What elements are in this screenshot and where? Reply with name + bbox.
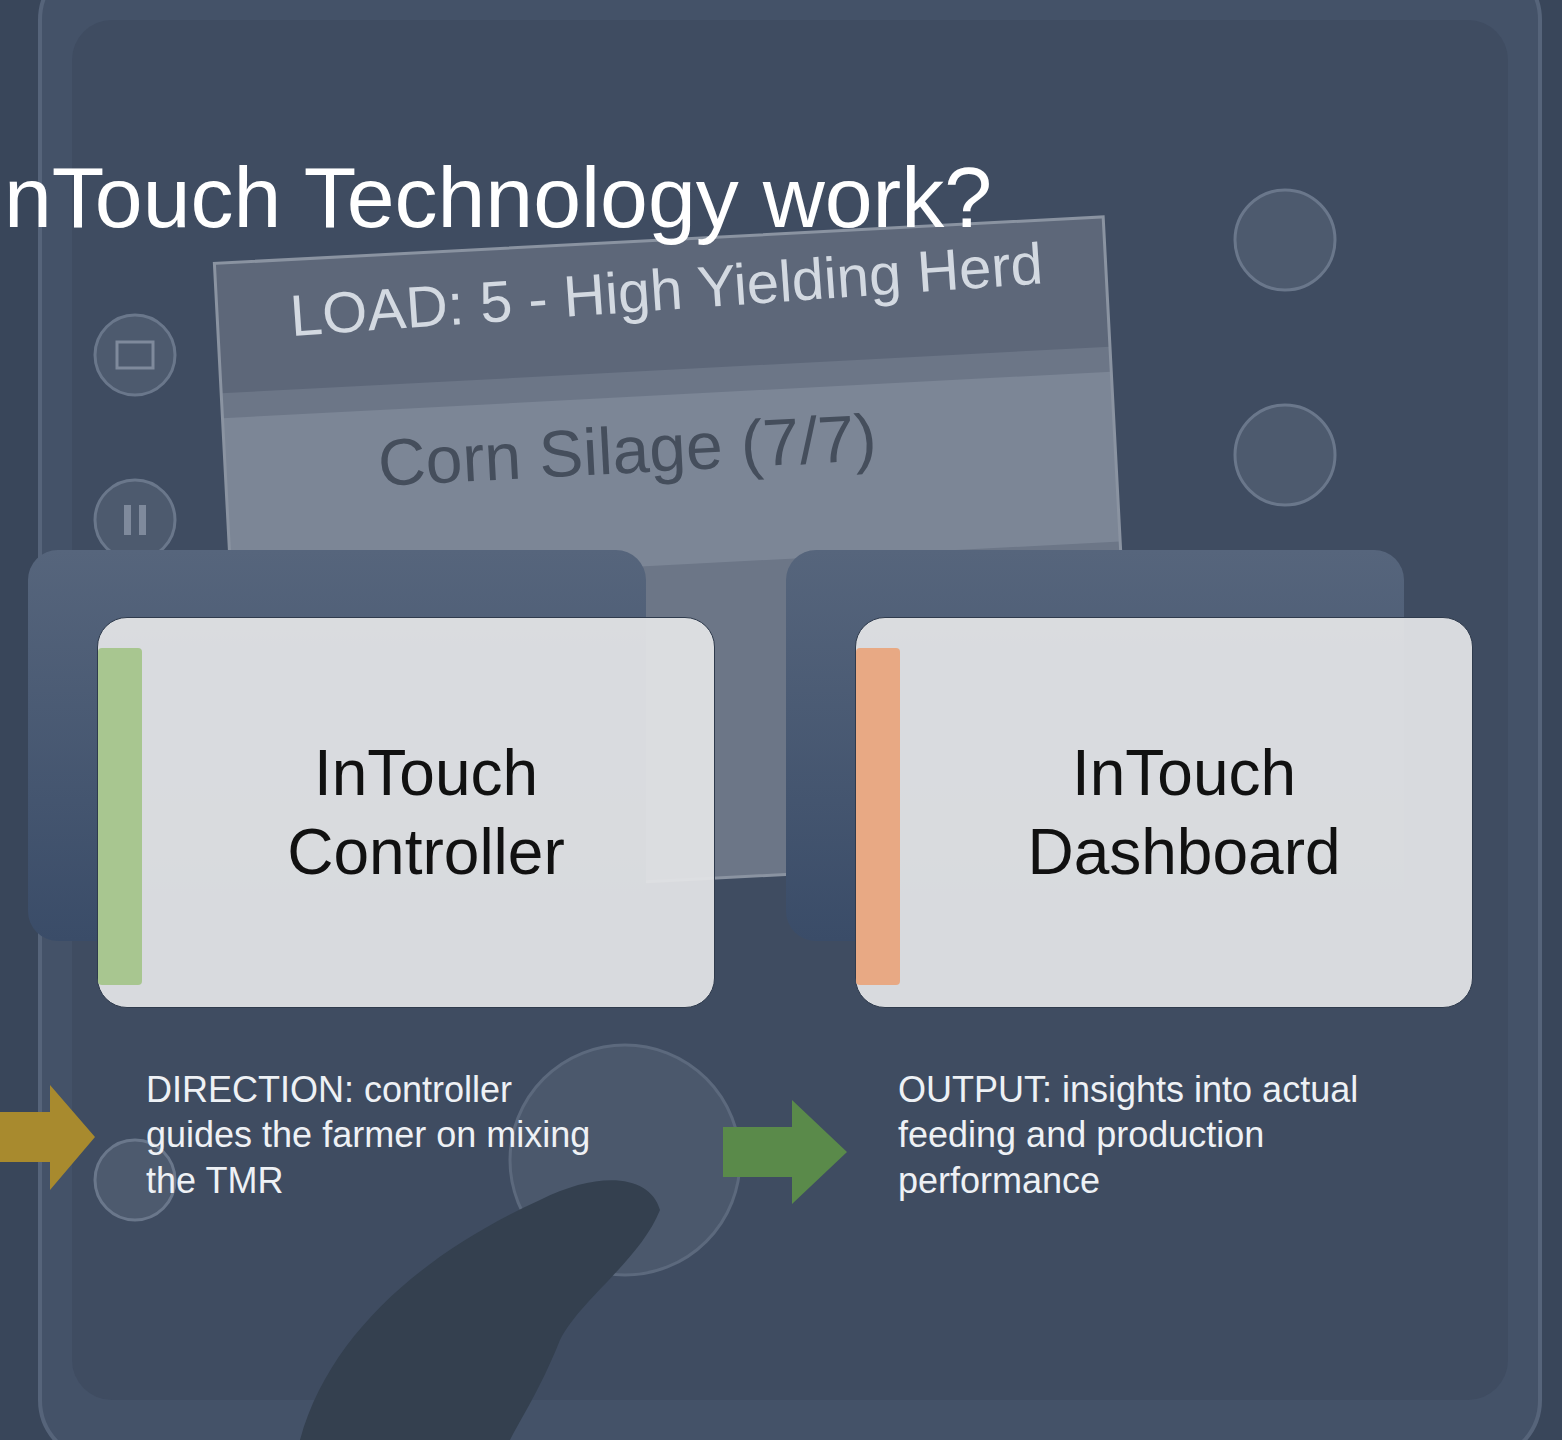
- card-title: InTouch Dashboard: [925, 734, 1443, 890]
- screen-text: Corn Silage (7/7): [376, 399, 878, 501]
- device-button: [1235, 405, 1335, 505]
- process-card: InTouch DashboardOUTPUT: insights into a…: [855, 617, 1473, 1008]
- pause-icon: [124, 505, 131, 535]
- envelope-icon: [117, 342, 153, 368]
- card-face: InTouch Dashboard: [855, 617, 1473, 1008]
- process-card: InTouch ControllerDIRECTION: controller …: [97, 617, 715, 1008]
- hand: [300, 1180, 660, 1440]
- card-description: OUTPUT: insights into actual feeding and…: [898, 1067, 1398, 1203]
- screen-text: LOAD: 5 - High Yielding Herd: [288, 229, 1045, 348]
- device-button: [1235, 190, 1335, 290]
- card-description: DIRECTION: controller guides the farmer …: [146, 1067, 596, 1203]
- pause-icon: [139, 505, 146, 535]
- input-arrow: [0, 1085, 95, 1190]
- diagram-title: nTouch Technology work?: [4, 148, 992, 247]
- flow-arrow: [723, 1100, 847, 1204]
- card-title: InTouch Controller: [167, 734, 685, 890]
- accent-bar: [98, 648, 142, 985]
- device-button: [95, 315, 175, 395]
- card-face: InTouch Controller: [97, 617, 715, 1008]
- device-button: [95, 480, 175, 560]
- accent-bar: [856, 648, 900, 985]
